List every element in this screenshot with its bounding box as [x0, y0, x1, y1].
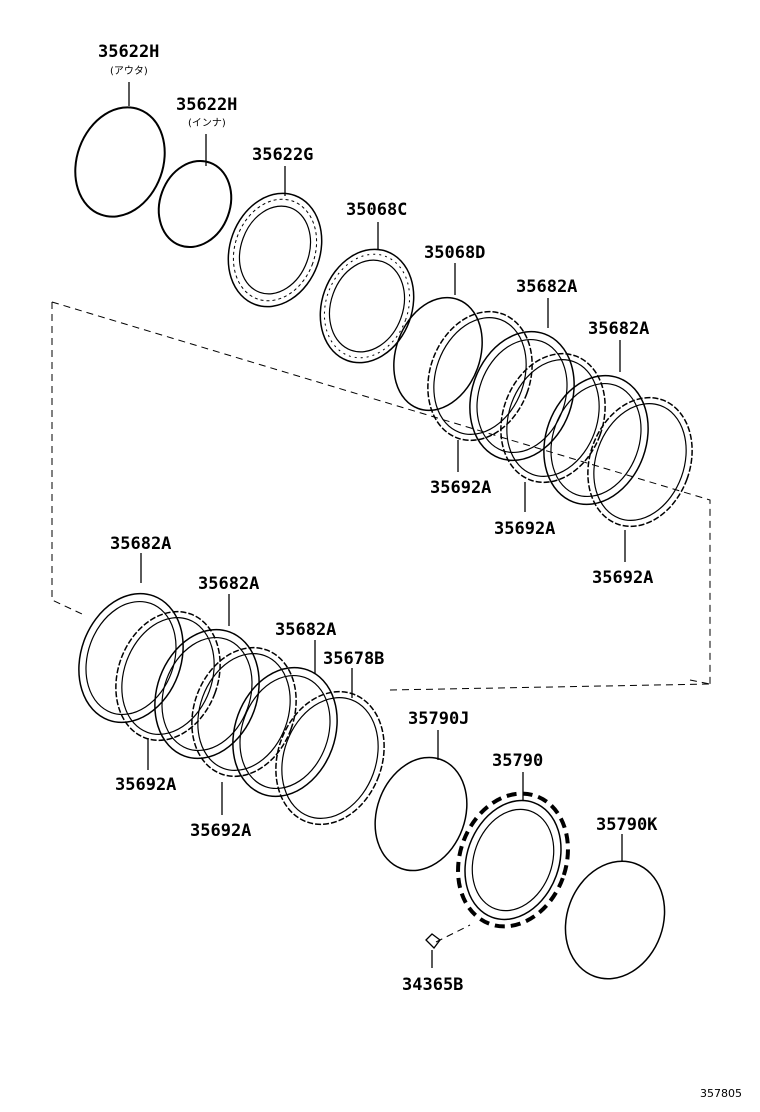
upper-clutch-pack [427, 310, 693, 528]
label-35068d: 35068D [424, 243, 485, 263]
spring-plate [319, 248, 415, 364]
part-labels: 35622H (アウタ) 35622H (インナ) 35622G 35068C … [98, 42, 742, 1100]
label-35692a-5: 35692A [190, 821, 251, 841]
label-35682a-3: 35682A [110, 534, 171, 554]
label-35682a-2: 35682A [588, 319, 649, 339]
note-35622h-outer: (アウタ) [110, 65, 148, 77]
label-35790: 35790 [492, 751, 543, 771]
leader-lines [128, 82, 626, 968]
group-outline-bottom [389, 683, 711, 691]
label-35692a-2: 35692A [494, 519, 555, 539]
label-35622g: 35622G [252, 145, 313, 165]
label-35682a-1: 35682A [516, 277, 577, 297]
lower-clutch-pack [78, 592, 385, 826]
label-35678b: 35678B [323, 649, 384, 669]
o-ring-outer [74, 106, 166, 218]
label-35682a-4: 35682A [198, 574, 259, 594]
o-ring-inner [157, 159, 233, 249]
piston-plate [227, 192, 323, 308]
label-35790k: 35790K [596, 815, 658, 835]
snap-ring-upper [393, 296, 483, 412]
label-35682a-5: 35682A [275, 620, 336, 640]
clip-part [425, 933, 441, 949]
label-34365b: 34365B [402, 975, 463, 995]
diagram-id: 357805 [700, 1087, 742, 1100]
snap-ring-outer [564, 860, 666, 980]
note-35622h-inner: (インナ) [188, 117, 226, 129]
label-35622h-outer: 35622H [98, 42, 159, 62]
label-35692a-1: 35692A [430, 478, 491, 498]
label-35692a-3: 35692A [592, 568, 653, 588]
group-outline [51, 301, 711, 685]
label-35068c: 35068C [346, 200, 407, 220]
flange-plate [456, 791, 570, 929]
label-35790j: 35790J [408, 709, 469, 729]
label-35622h-inner: 35622H [176, 95, 237, 115]
label-35692a-4: 35692A [115, 775, 176, 795]
snap-ring-lower [374, 756, 468, 872]
